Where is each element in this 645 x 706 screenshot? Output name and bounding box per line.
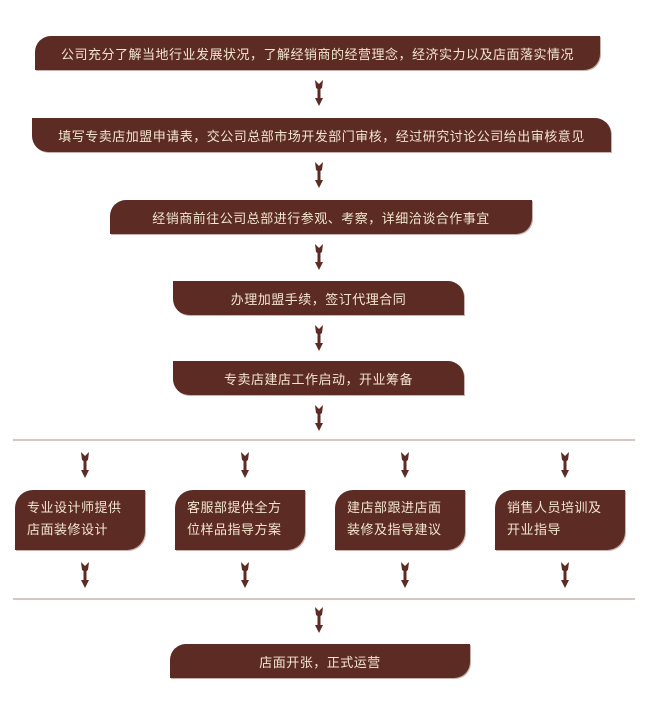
step-3-label: 经销商前往公司总部进行参观、考察，详细洽谈合作事宜 bbox=[152, 211, 490, 227]
arrow-down-icon bbox=[561, 452, 569, 478]
arrow-down-icon bbox=[315, 80, 323, 106]
parallel-box-sales-training-line1: 销售人员培训及 bbox=[507, 501, 602, 516]
arrow-down-icon bbox=[561, 562, 569, 588]
arrow-down-icon bbox=[241, 562, 249, 588]
final-step-label: 店面开张，正式运营 bbox=[259, 655, 381, 671]
step-4-box: 办理加盟手续，签订代理合同 bbox=[173, 281, 464, 315]
divider-top bbox=[13, 439, 635, 441]
arrow-down-icon bbox=[315, 162, 323, 188]
arrow-down-icon bbox=[401, 452, 409, 478]
arrow-down-icon bbox=[315, 325, 323, 351]
parallel-box-customer-service-line1: 客服部提供全方 bbox=[187, 501, 282, 516]
step-5-label: 专卖店建店工作启动，开业筹备 bbox=[223, 372, 413, 388]
parallel-box-design-line1: 专业设计师提供 bbox=[27, 501, 122, 516]
final-step-box: 店面开张，正式运营 bbox=[170, 644, 470, 678]
parallel-box-construction: 建店部跟进店面 装修及指导建议 bbox=[335, 490, 465, 550]
arrow-down-icon bbox=[315, 607, 323, 633]
step-2-label: 填写专卖店加盟申请表，交公司总部市场开发部门审核，经过研究讨论公司给出审核意见 bbox=[58, 129, 585, 145]
divider-bottom bbox=[13, 598, 635, 600]
arrow-down-icon bbox=[241, 452, 249, 478]
parallel-box-customer-service: 客服部提供全方 位样品指导方案 bbox=[175, 490, 305, 550]
arrow-down-icon bbox=[315, 244, 323, 270]
step-2-box: 填写专卖店加盟申请表，交公司总部市场开发部门审核，经过研究讨论公司给出审核意见 bbox=[32, 118, 611, 152]
step-1-label: 公司充分了解当地行业发展状况，了解经销商的经营理念，经济实力以及店面落实情况 bbox=[60, 47, 574, 63]
step-5-box: 专卖店建店工作启动，开业筹备 bbox=[173, 361, 464, 395]
parallel-box-construction-line1: 建店部跟进店面 bbox=[347, 501, 442, 516]
arrow-down-icon bbox=[315, 405, 323, 431]
parallel-box-sales-training-line2: 开业指导 bbox=[507, 523, 562, 538]
arrow-down-icon bbox=[81, 562, 89, 588]
parallel-box-design-line2: 店面装修设计 bbox=[27, 523, 109, 538]
parallel-box-sales-training: 销售人员培训及 开业指导 bbox=[495, 490, 625, 550]
step-4-label: 办理加盟手续，签订代理合同 bbox=[230, 292, 407, 308]
step-3-box: 经销商前往公司总部进行参观、考察，详细洽谈合作事宜 bbox=[110, 200, 532, 234]
parallel-box-construction-line2: 装修及指导建议 bbox=[347, 523, 442, 538]
parallel-box-design: 专业设计师提供 店面装修设计 bbox=[15, 490, 145, 550]
arrow-down-icon bbox=[81, 452, 89, 478]
step-1-box: 公司充分了解当地行业发展状况，了解经销商的经营理念，经济实力以及店面落实情况 bbox=[35, 36, 600, 70]
arrow-down-icon bbox=[401, 562, 409, 588]
parallel-box-customer-service-line2: 位样品指导方案 bbox=[187, 523, 282, 538]
